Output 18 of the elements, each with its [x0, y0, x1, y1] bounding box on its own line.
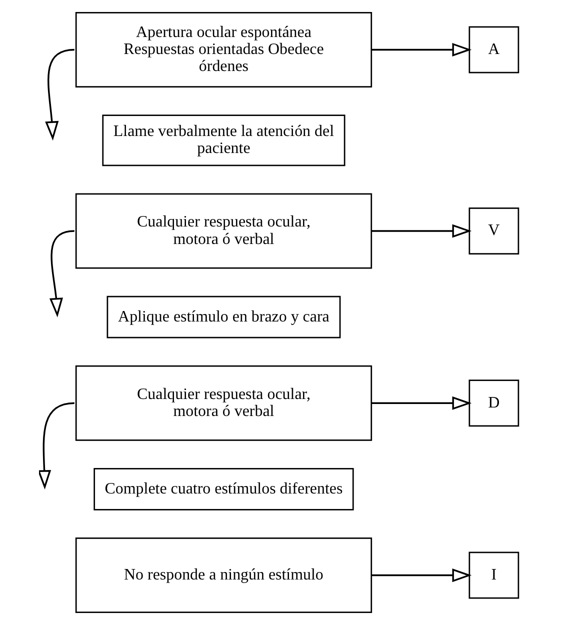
arrow	[39, 402, 74, 490]
node-box: V	[468, 208, 520, 254]
arrow	[49, 230, 74, 318]
arrow	[372, 568, 472, 582]
node-box: Complete cuatro estímulos diferentes	[94, 468, 354, 510]
arrow	[372, 396, 472, 410]
node-box: A	[468, 26, 520, 74]
node-box: Cualquier respuesta ocular, motora ó verbal	[75, 193, 372, 269]
node-box: Llame verbalmente la atención del paciente	[102, 114, 346, 166]
node-box: Cualquier respuesta ocular, motora ó verbal	[75, 365, 372, 441]
node-box: Apertura ocular espontánea Respuestas orientadas Obedece órdenes	[75, 12, 372, 88]
node-box: D	[468, 380, 520, 427]
arrow	[45, 48, 74, 141]
node-box: Aplique estímulo en brazo y cara	[106, 296, 341, 338]
node-box: No responde a ningún estímulo	[75, 538, 372, 614]
arrow	[372, 224, 472, 238]
arrow	[372, 42, 472, 56]
node-box: I	[468, 552, 520, 599]
